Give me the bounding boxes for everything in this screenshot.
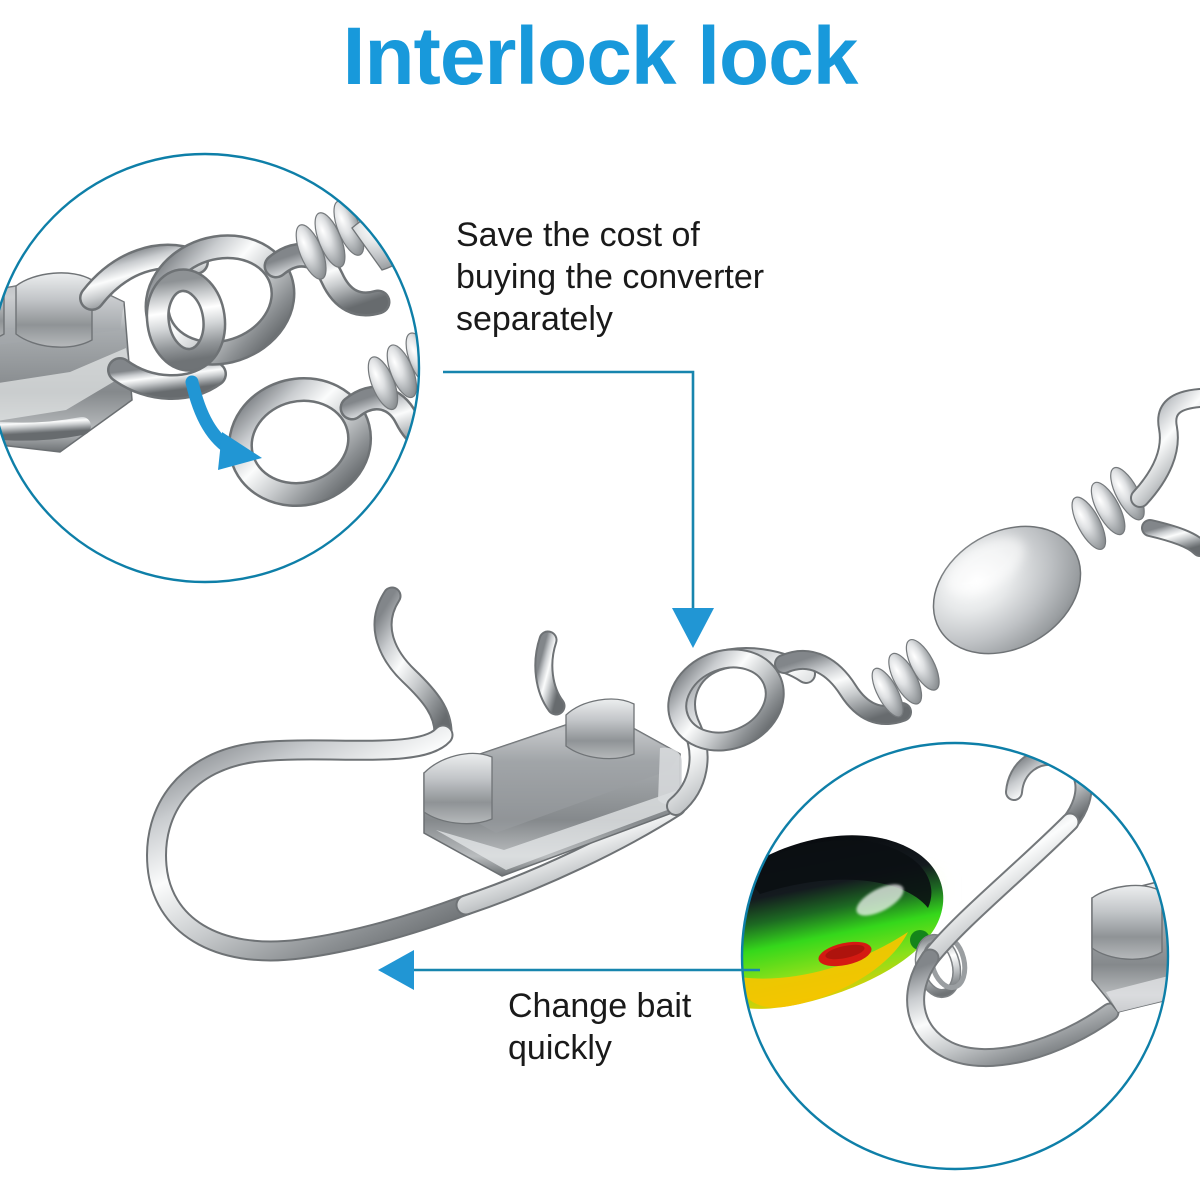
twisted-wire-wrap-right [1071,466,1145,550]
leader-line-bottom [378,950,760,990]
detail-sleeve-clip-right [1091,873,1168,1013]
annotation-change-bait: Change bait quickly [508,987,692,1067]
callout-lure-attachment-detail [740,741,1170,1171]
leader-wire [1130,388,1200,557]
interlock-eyelet [666,647,912,816]
main-snap-swivel-assembly [146,388,1200,962]
barrel-swivel [932,525,1082,655]
snap-hook-wire [146,586,687,962]
detail-interlock-eyelet-upper [144,234,391,372]
insert-direction-arrow [185,375,262,470]
metal-sleeve-clip [423,698,682,877]
annotation-save-cost: Save the cost of buying the converter se… [456,216,765,338]
twisted-wire-wrap-left [871,638,940,718]
leader-line-top [443,370,714,648]
crankbait-lure [742,835,944,1009]
page-title: Interlock lock [342,11,859,102]
callout-interlock-snap-detail [0,152,421,584]
detail-metal-sleeve-clip [0,272,133,453]
